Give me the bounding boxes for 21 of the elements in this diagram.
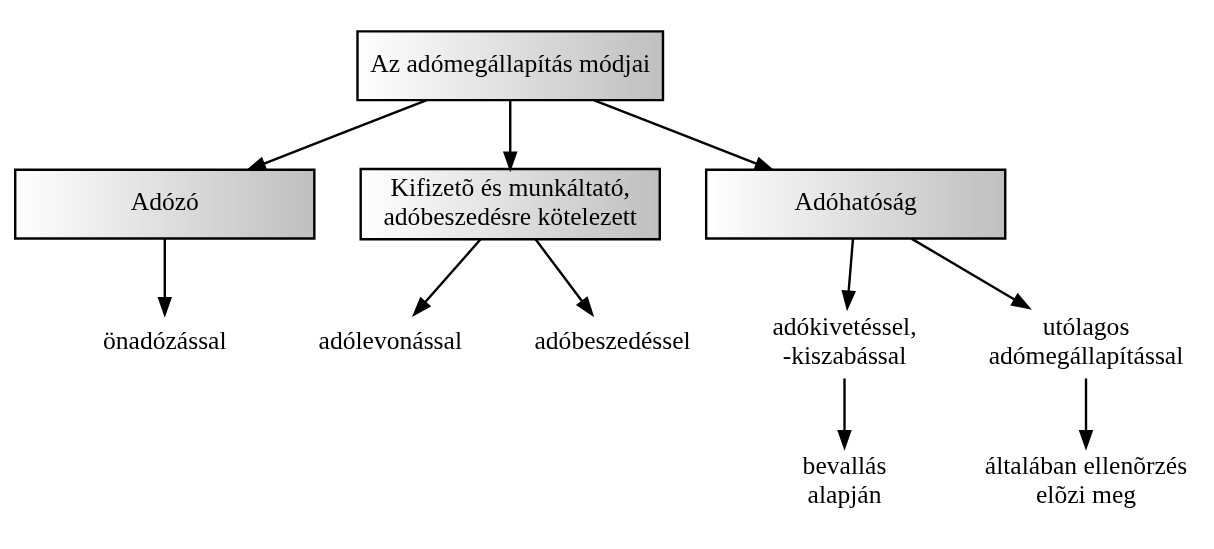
node-text: adólevonással <box>318 326 463 356</box>
node-text: adókivetéssel, -kiszabással <box>772 311 917 370</box>
node-box: Kifizetõ és munkáltató, adóbeszedésre kötelezett <box>359 167 661 241</box>
arrow <box>910 237 1032 310</box>
arrow <box>411 238 482 318</box>
node-text: bevallás alapján <box>802 451 887 509</box>
arrow <box>534 238 595 318</box>
arrow <box>502 100 518 173</box>
arrow <box>245 99 427 172</box>
arrow <box>1078 378 1094 451</box>
arrow <box>157 238 173 318</box>
node-text: utólagos adómegállapítással <box>988 311 1184 370</box>
node-text: általában ellenõrzés elõzi meg <box>984 451 1188 509</box>
node-text: adóbeszedéssel <box>534 326 691 356</box>
arrow <box>841 238 856 312</box>
arrow <box>593 99 776 172</box>
arrow <box>837 378 852 451</box>
node-box: Adóhatóság <box>704 168 1007 240</box>
node-box: Adózó <box>14 168 316 240</box>
node-box: Az adómegállapítás módjai <box>356 30 665 102</box>
node-text: önadózással <box>102 326 227 356</box>
